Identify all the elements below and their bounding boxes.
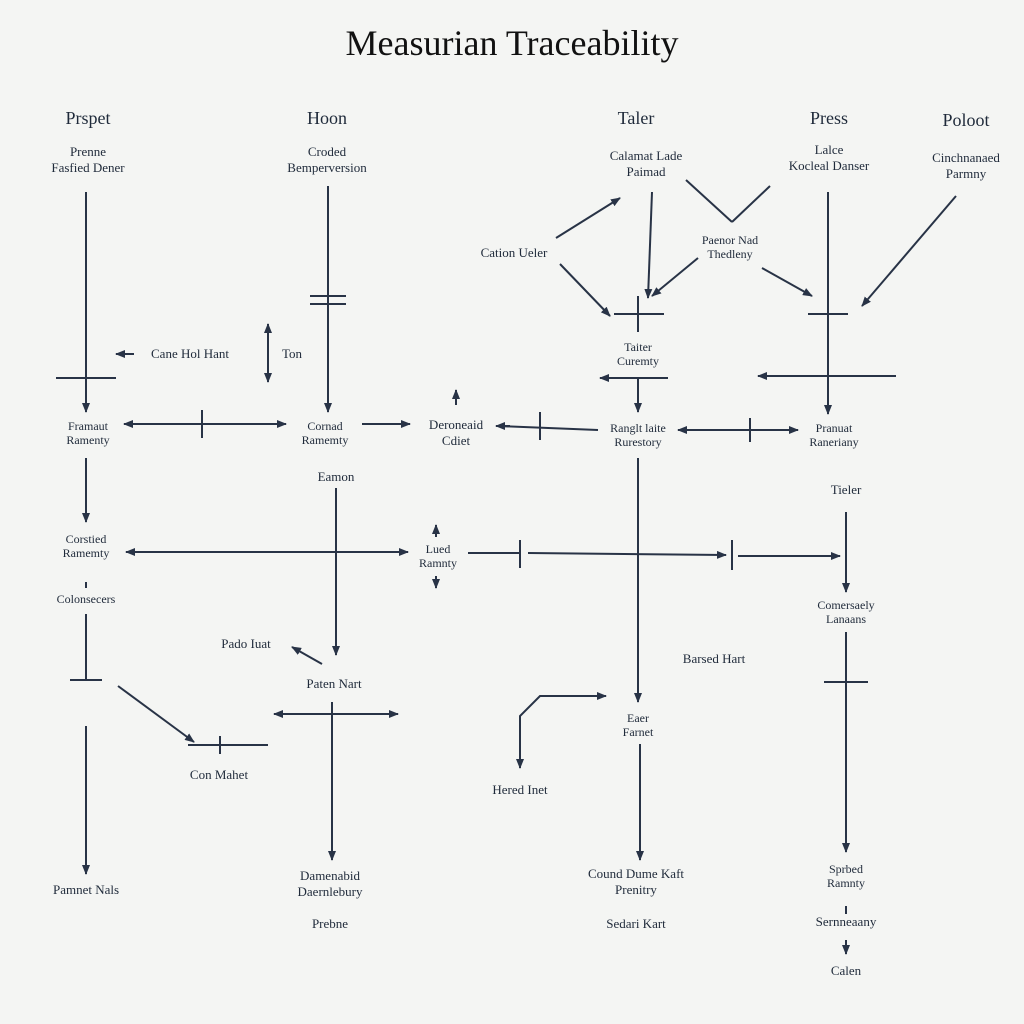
connector xyxy=(731,185,771,223)
connector xyxy=(516,695,604,769)
diagram-title: Measurian Traceability xyxy=(345,23,679,63)
connector xyxy=(527,550,727,559)
connector xyxy=(559,263,611,317)
node-bottom-1: Pamnet Nals xyxy=(52,882,120,897)
connector xyxy=(291,646,323,665)
node-con: Con Mahet xyxy=(189,767,249,782)
column-header-5: Poloot xyxy=(942,110,990,130)
node-bottom-4b: Sernneaany xyxy=(815,914,877,929)
node-bottom-3b: Sedari Kart xyxy=(606,916,666,931)
node-eamon: Eamon xyxy=(317,469,355,484)
connector xyxy=(555,197,621,239)
node-pado: Pado Iuat xyxy=(221,636,271,651)
node-paten: Paten Nart xyxy=(306,676,362,691)
connector xyxy=(497,425,599,431)
connector xyxy=(644,191,653,299)
node-ton: Ton xyxy=(281,346,303,361)
node-barsed: Barsed Hart xyxy=(682,651,746,666)
column-header-1: Prspet xyxy=(65,108,111,128)
node-bottom-4c: Calen xyxy=(830,963,862,978)
connector xyxy=(685,179,733,223)
node-hered: Hered Inet xyxy=(492,782,548,797)
node-tieler: Tieler xyxy=(830,482,862,497)
connector xyxy=(117,685,195,743)
node-bottom-2b: Prebne xyxy=(311,916,349,931)
node-cation: Cation Ueler xyxy=(480,245,548,260)
column-header-3: Taler xyxy=(617,108,655,128)
connector xyxy=(861,195,957,307)
connector xyxy=(761,267,813,297)
column-header-2: Hoon xyxy=(307,108,347,128)
connector xyxy=(651,257,699,297)
node-colonsecers: Colonsecers xyxy=(56,592,116,606)
column-header-4: Press xyxy=(809,108,849,128)
node-cane-hol: Cane Hol Hant xyxy=(151,346,229,361)
